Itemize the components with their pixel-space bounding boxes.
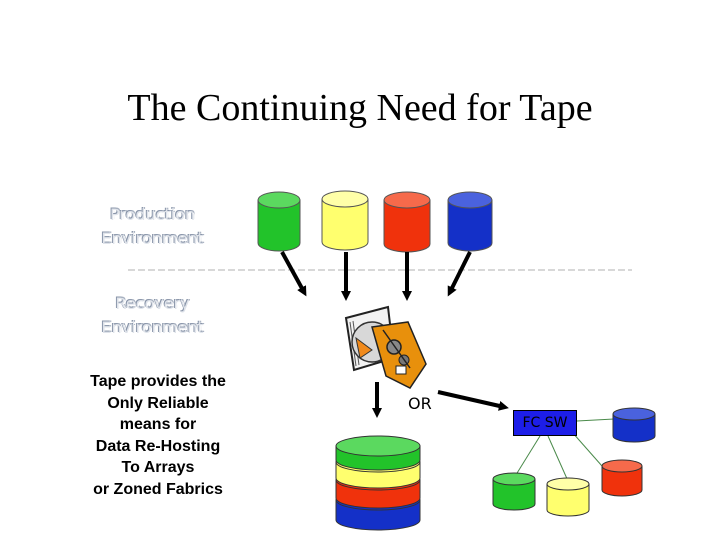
production-disk-red xyxy=(383,191,431,253)
fabric-disk-yellow xyxy=(546,477,590,517)
tape-description-line-1: Tape provides the xyxy=(90,373,226,390)
or-label: OR xyxy=(408,394,432,413)
link-switch-red xyxy=(571,431,603,467)
fabric-disk-red xyxy=(601,459,643,497)
production-disk-blue xyxy=(447,191,493,252)
production-label-line-1: Production xyxy=(109,205,196,224)
fabric-disk-blue xyxy=(612,407,656,443)
link-switch-blue xyxy=(576,418,615,422)
slide-title: The Continuing Need for Tape xyxy=(127,87,593,129)
tape-description-line-6: or Zoned Fabrics xyxy=(93,480,223,498)
tape-description-line-5: To Arrays xyxy=(121,459,195,476)
production-environment-label: Production Environment xyxy=(60,203,245,251)
production-label-line-2: Environment xyxy=(101,229,204,248)
arrow-blue-to-tape xyxy=(447,251,472,297)
recovery-label-line-1: Recovery xyxy=(115,294,190,313)
fabric-disk-green xyxy=(492,472,536,511)
tape-description-line-4: Data Re-Hosting xyxy=(95,437,221,455)
link-switch-green xyxy=(513,435,541,479)
storage-array-icon xyxy=(335,435,421,531)
tape-description-line-2: Only Reliable xyxy=(107,394,209,412)
recovery-environment-label: Recovery Environment xyxy=(60,292,245,340)
tape-description-line-3: means for xyxy=(119,416,197,433)
fc-switch-box: FC SW xyxy=(513,410,577,436)
arrow-green-to-tape xyxy=(280,251,307,297)
tape-description: Tape provides the Only Reliable means fo… xyxy=(58,371,258,500)
tape-library-icon xyxy=(344,305,427,389)
arrow-to-fc-switch xyxy=(437,390,509,411)
production-disk-yellow xyxy=(321,190,369,251)
link-switch-yellow xyxy=(547,435,569,482)
recovery-label-line-2: Environment xyxy=(101,318,204,337)
production-disk-green xyxy=(257,191,301,252)
